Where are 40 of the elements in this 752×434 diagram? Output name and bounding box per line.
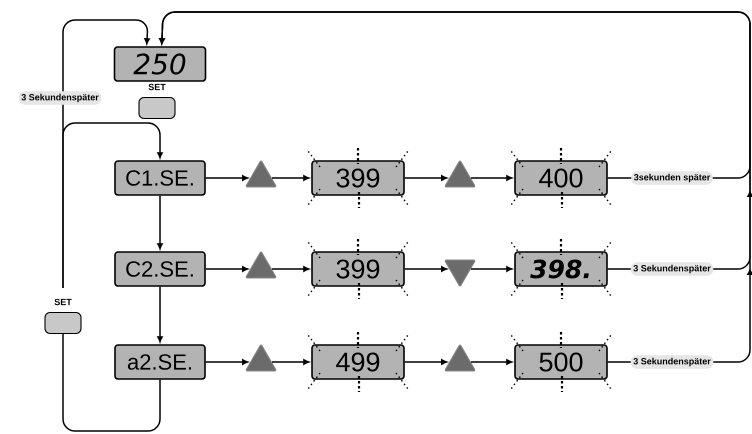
edge-label: 3 Sekundenspäter [630,355,714,369]
triangle-up-button [444,344,476,372]
arrow [470,359,512,365]
arrow [206,359,248,365]
node-label: SET [54,298,72,306]
blinking-display: 500 [514,344,608,380]
lcd-display: C2.SE. [114,251,206,287]
edge-label: 3 Sekundenspäter [630,262,714,276]
triangle-up-button [246,252,276,278]
arrow [404,359,448,365]
arrow [470,175,512,181]
triangle-up-button [246,160,276,188]
triangle-up-button [246,344,276,372]
arrow [272,266,310,272]
arrow [272,175,310,181]
node-label: SET [148,84,166,90]
blinking-display: 399 [311,251,405,287]
set-button: SET [44,298,82,334]
edge-label: 3sekunden später [631,171,713,185]
arrow [206,175,248,181]
triangle-down-button [444,260,476,286]
arrow [157,286,163,342]
set-button: SET [138,84,176,120]
arrow [404,266,448,272]
blinking-display: 499 [311,344,405,380]
arrow [62,122,163,288]
lcd-display: a2.SE. [114,344,206,380]
arrow [272,359,310,365]
blinking-display: 398. [514,251,608,287]
triangle-up-button [444,160,476,188]
edge-label: 3 Sekundenspäter [18,91,102,105]
arrow [470,266,512,272]
blinking-display: 399 [311,160,405,196]
lcd-display: 250 [114,46,206,82]
arrow [159,11,752,363]
lcd-display: C1.SE. [114,160,206,196]
arrow [404,175,448,181]
arrow [157,196,163,250]
arrow [206,266,248,272]
blinking-display: 400 [514,160,608,196]
